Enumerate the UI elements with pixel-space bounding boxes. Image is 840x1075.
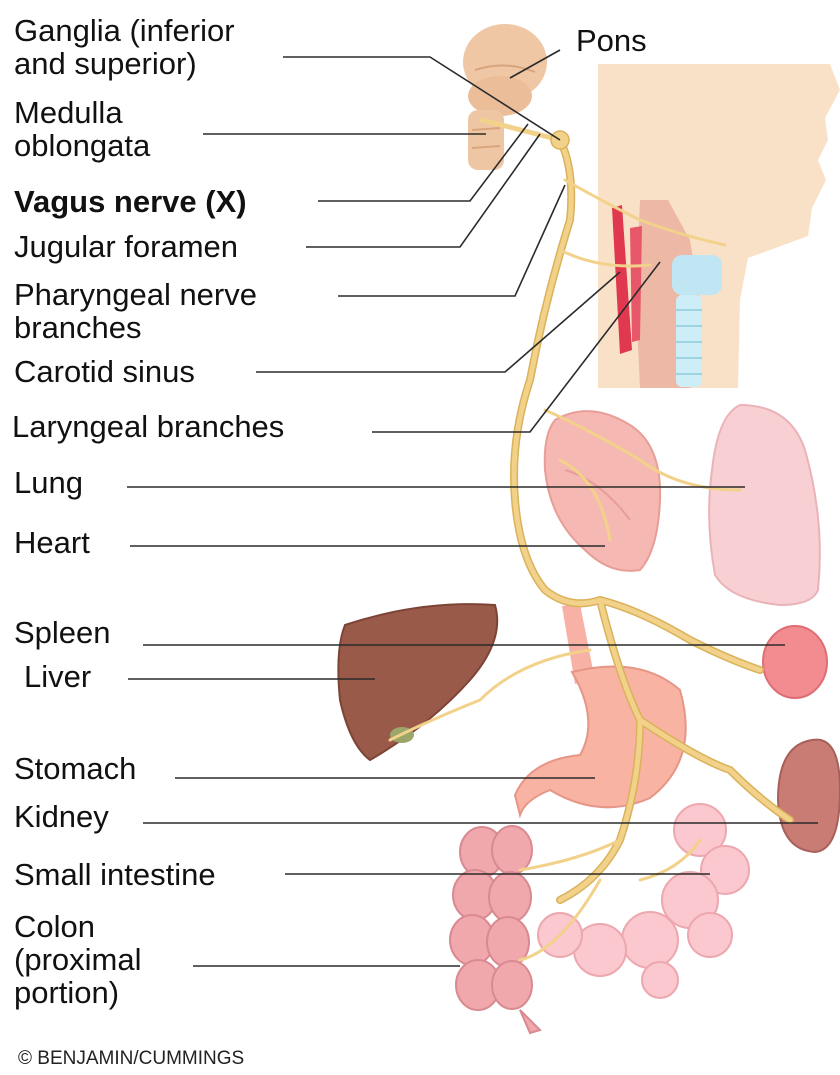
label-medulla-oblongata: Medulla oblongata <box>14 96 150 162</box>
label-laryngeal-branches: Laryngeal branches <box>12 410 284 443</box>
label-liver: Liver <box>24 660 91 693</box>
colon <box>450 826 540 1033</box>
label-jugular-foramen: Jugular foramen <box>14 230 238 263</box>
label-spleen: Spleen <box>14 616 111 649</box>
label-colon: Colon (proximal portion) <box>14 910 141 1009</box>
label-carotid-sinus: Carotid sinus <box>14 355 195 388</box>
spleen <box>763 626 827 698</box>
brainstem <box>463 24 547 170</box>
label-pharyngeal-nerve-branches: Pharyngeal nerve branches <box>14 278 257 344</box>
copyright-credit: © BENJAMIN/CUMMINGS <box>18 1048 244 1070</box>
label-ganglia: Ganglia (inferior and superior) <box>14 14 235 80</box>
label-small-intestine: Small intestine <box>14 858 216 891</box>
small-intestine <box>538 804 749 998</box>
label-heart: Heart <box>14 526 90 559</box>
label-lung: Lung <box>14 466 83 499</box>
liver <box>338 604 497 760</box>
lung <box>709 405 820 605</box>
carotid-artery-branch <box>630 226 642 342</box>
label-kidney: Kidney <box>14 800 109 833</box>
label-stomach: Stomach <box>14 752 136 785</box>
label-pons: Pons <box>576 24 647 57</box>
kidney <box>778 740 840 852</box>
label-vagus-nerve: Vagus nerve (X) <box>14 185 247 218</box>
stomach <box>515 666 686 815</box>
